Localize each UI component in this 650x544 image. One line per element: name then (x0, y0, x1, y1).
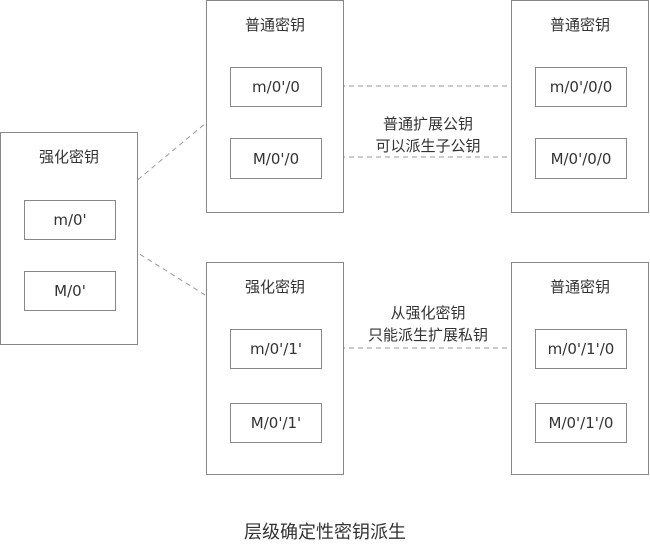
arrow-root-to-normal (116, 102, 231, 198)
grandchild-normal-key-box-a: 普通密钥 m/0'/0/0 M/0'/0/0 (511, 0, 649, 213)
child-hardened-key-box: 强化密钥 m/0'/1' M/0'/1' (206, 262, 344, 475)
grandchild-normal-key-box-b: 普通密钥 m/0'/1'/0 M/0'/1'/0 (511, 262, 649, 475)
box-title: 强化密钥 (38, 148, 99, 166)
child-normal-private-key: m/0'/0 (230, 67, 322, 107)
note-line: 普通扩展公钥 (382, 115, 473, 133)
root-hardened-key-box: 强化密钥 m/0' M/0' (0, 132, 138, 345)
diagram-caption: 层级确定性密钥派生 (244, 522, 406, 543)
note-line: 可以派生子公钥 (375, 137, 481, 155)
root-public-key: M/0' (24, 271, 116, 311)
child-hardened-private-key: m/0'/1' (230, 329, 322, 369)
child-hardened-public-key: M/0'/1' (230, 403, 322, 443)
child-normal-public-key: M/0'/0 (230, 138, 322, 179)
grandchild-b-public-key: M/0'/1'/0 (535, 403, 627, 443)
note-line: 只能派生扩展私钥 (367, 326, 488, 344)
note-private-only: 从强化密钥 只能派生扩展私钥 (354, 302, 502, 346)
box-title: 普通密钥 (549, 16, 610, 34)
box-title: 强化密钥 (244, 278, 305, 296)
note-public-derivation: 普通扩展公钥 可以派生子公钥 (354, 113, 502, 157)
root-private-key: m/0' (24, 200, 116, 240)
grandchild-a-private-key: m/0'/0/0 (535, 67, 627, 107)
box-title: 普通密钥 (549, 278, 610, 296)
child-normal-key-box: 普通密钥 m/0'/0 M/0'/0 (206, 0, 344, 213)
note-line: 从强化密钥 (390, 304, 466, 322)
grandchild-a-public-key: M/0'/0/0 (535, 138, 627, 179)
box-title: 普通密钥 (244, 16, 305, 34)
grandchild-b-private-key: m/0'/1'/0 (535, 329, 627, 369)
